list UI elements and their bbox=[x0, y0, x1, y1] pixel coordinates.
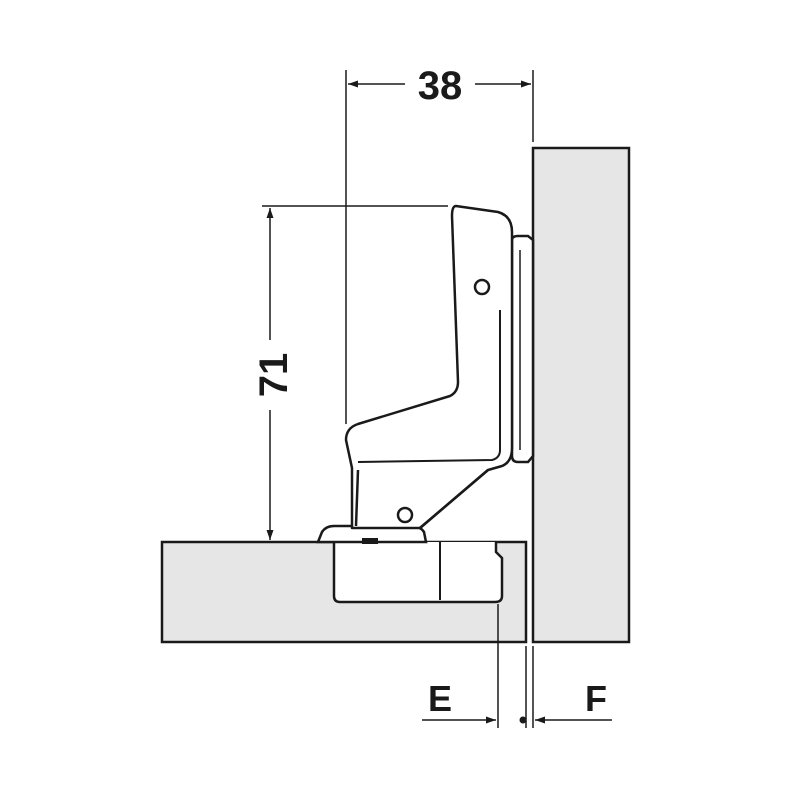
dim-71-label: 71 bbox=[252, 353, 296, 398]
hinge-linkage bbox=[354, 469, 489, 529]
mounting-plate bbox=[510, 234, 535, 464]
hinge-cup bbox=[332, 542, 504, 604]
hinge-arm-inner-contour bbox=[357, 310, 501, 463]
flange-notch bbox=[362, 538, 378, 544]
arm-pivot-hole bbox=[473, 278, 491, 296]
dim-ef-reference-dot bbox=[519, 716, 527, 724]
cabinet-side-panel bbox=[531, 146, 631, 644]
hinge-arm bbox=[344, 204, 514, 530]
linkage-pivot-hole bbox=[396, 506, 414, 524]
dim-e-label: E bbox=[428, 678, 452, 719]
dim-f-label: F bbox=[585, 678, 607, 719]
dim-38-label: 38 bbox=[418, 64, 463, 108]
